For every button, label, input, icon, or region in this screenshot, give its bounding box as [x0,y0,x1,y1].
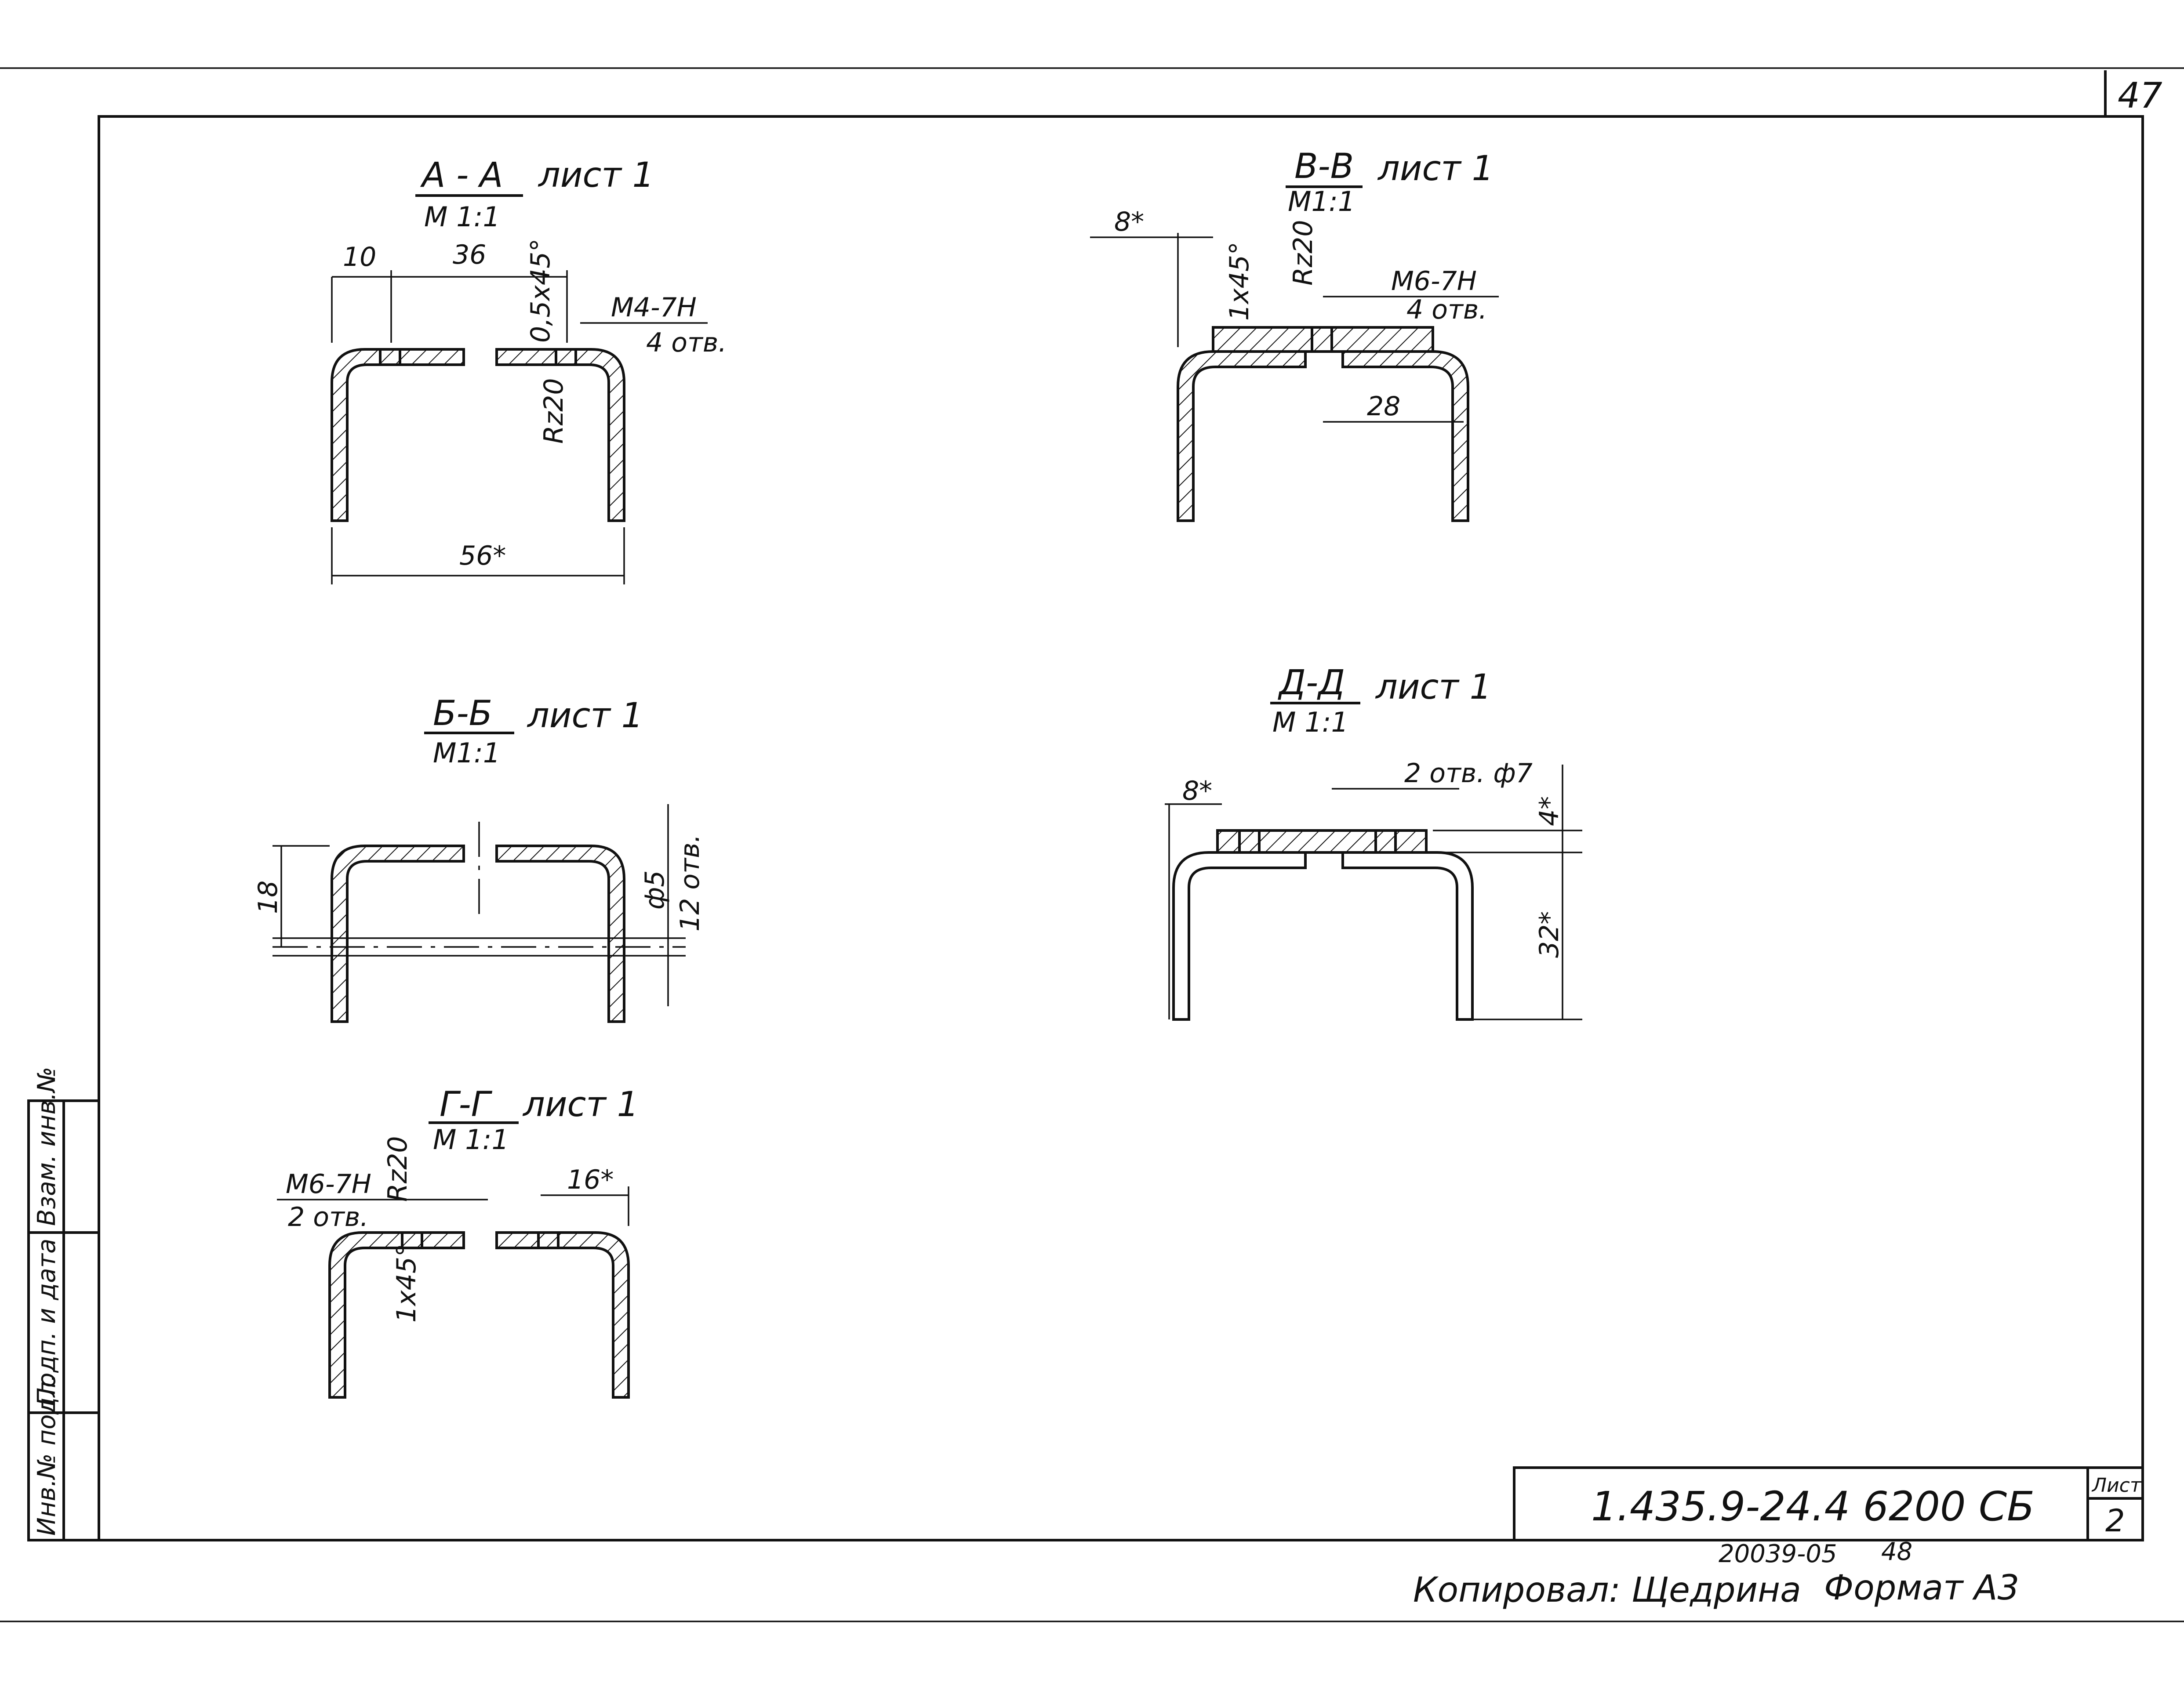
sheet-label: Лист [2091,1474,2142,1497]
section-aa-dim-36: 36 [453,239,486,270]
section-bb-diam: ф5 [640,870,670,910]
section-dd: Д-Д М 1:1 лист 1 8* 2 отв. ф7 4* 32* [1165,663,1582,1021]
section-dd-sheet: лист 1 [1375,667,1491,707]
sheet-frame: 47 [0,67,2184,1622]
section-aa-dim-56: 56* [459,540,506,571]
section-gg-scale: М 1:1 [433,1124,509,1156]
section-dd-holes: 2 отв. ф7 [1404,758,1533,789]
section-gg-chamfer: 1х45° [391,1244,422,1323]
format-label: Формат А3 [1824,1568,2019,1608]
title-block: 1.435.9-24.4 6200 СБ Лист 2 20039-05 48 … [1413,1466,2144,1610]
section-dd-offset: 8* [1182,776,1212,806]
section-vv-sheet: лист 1 [1377,149,1494,189]
section-aa-roughness: Rz20 [538,378,569,444]
section-gg-roughness: Rz20 [382,1136,413,1202]
section-vv-roughness: Rz20 [1288,220,1319,286]
section-dd-plate [1216,829,1428,854]
section-bb: Б-Б М1:1 лист 1 18 ф5 12 отв. [253,694,705,1023]
section-gg-profile-right [495,1231,630,1399]
margin-podp-label: Подп. и дата [33,1239,61,1406]
section-dd-thick: 4* [1534,796,1565,826]
section-vv-width: 28 [1367,391,1400,422]
section-aa-profile-right [495,348,625,522]
section-vv-holes: 4 отв. [1406,294,1487,325]
margin-vzam-label: Взам. инв.№ [33,1067,61,1226]
section-bb-title: Б-Б [433,694,492,733]
section-bb-profile-right [495,845,625,1023]
section-bb-scale: М1:1 [433,737,500,769]
margin-stamp: Взам. инв.№ Подп. и дата Инв.№ подл. [27,1067,100,1541]
inventory-number: 48 [1881,1538,1912,1566]
section-gg-title: Г-Г [440,1085,493,1124]
section-vv-plate [1212,326,1434,353]
section-aa-title: А - А [420,156,503,195]
section-vv: В-В М1:1 лист 1 8* 1х45° Rz20 М6-7Н 4 от… [1090,147,1499,522]
section-bb-profile [331,845,465,1023]
section-dd-height: 32* [1534,911,1565,958]
section-bb-holes: 12 отв. [675,834,705,932]
sheet-number: 2 [2105,1503,2125,1539]
section-dd-profile-right [1341,851,1474,1021]
section-vv-profile [1177,350,1307,522]
section-bb-dim-18: 18 [253,881,283,914]
section-vv-scale: М1:1 [1288,185,1355,218]
section-gg-thread: М6-7Н [286,1169,371,1200]
section-dd-scale: М 1:1 [1272,706,1348,738]
section-vv-thread: М6-7Н [1391,266,1477,297]
section-vv-profile-right [1341,350,1469,522]
section-vv-title: В-В [1294,147,1354,186]
inventory-code: 20039-05 [1719,1540,1837,1568]
section-gg-width: 16* [567,1164,614,1195]
section-aa-holes: 4 отв. [646,327,727,358]
section-bb-sheet: лист 1 [527,696,643,736]
section-aa: А - А М 1:1 лист 1 10 36 56* 0,5х45° М4-… [331,156,727,584]
section-aa-scale: М 1:1 [424,201,500,233]
section-dd-title: Д-Д [1278,663,1345,703]
copied-by: Копировал: Щедрина [1413,1570,1801,1610]
section-gg: Г-Г М 1:1 лист 1 М6-7Н 2 отв. Rz20 1х45°… [277,1085,639,1399]
section-aa-sheet: лист 1 [538,156,654,195]
section-vv-offset: 8* [1114,207,1144,237]
page-number: 47 [2118,75,2162,116]
section-dd-profile [1172,851,1307,1021]
section-aa-profile [331,348,465,522]
margin-inv-label: Инв.№ подл. [33,1374,61,1536]
section-aa-dim-10: 10 [343,242,376,272]
section-gg-sheet: лист 1 [522,1085,639,1124]
section-vv-chamfer: 1х45° [1224,242,1255,321]
section-gg-holes: 2 отв. [288,1202,368,1233]
designation-code: 1.435.9-24.4 6200 СБ [1591,1483,2035,1530]
section-aa-chamfer: 0,5х45° [525,239,556,343]
section-aa-thread: М4-7Н [611,292,697,323]
